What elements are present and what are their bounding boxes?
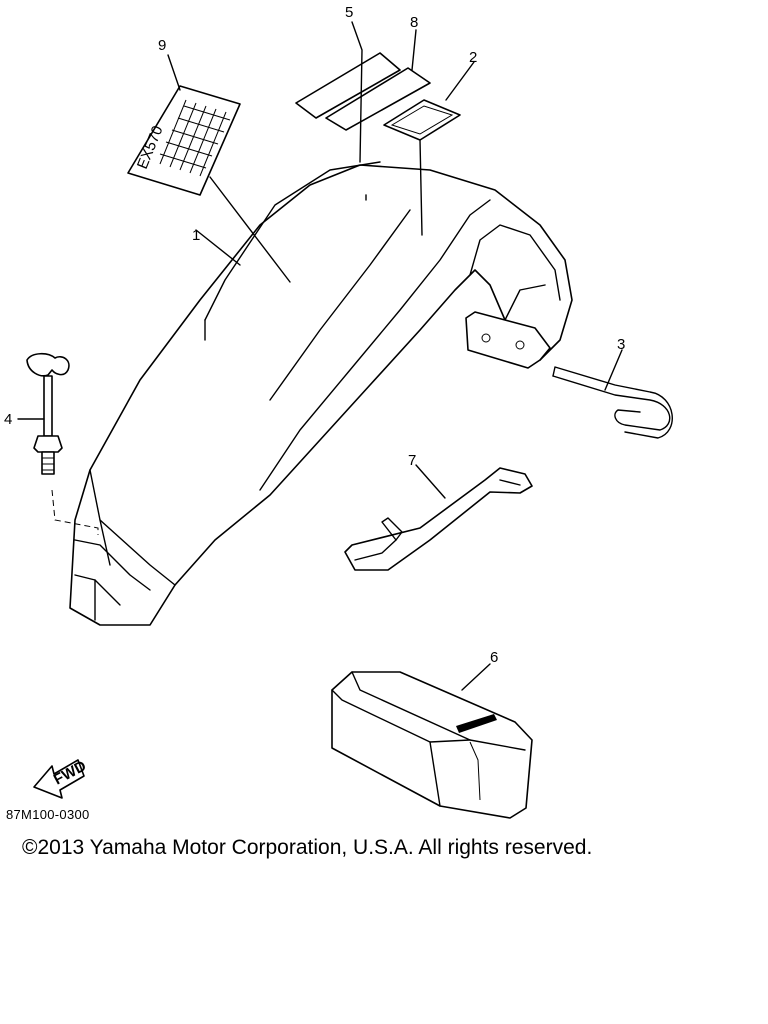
bolt-part-4 — [26, 352, 70, 475]
hook-part-3 — [552, 366, 673, 439]
copyright-notice: ©2013 Yamaha Motor Corporation, U.S.A. A… — [22, 836, 593, 859]
decal-part-8 — [325, 67, 431, 131]
decal-part-5 — [295, 52, 401, 119]
callout-1: 1 — [192, 227, 200, 244]
battery-part-6 — [331, 671, 533, 819]
diagram-code: 87M100-0300 — [6, 807, 90, 822]
callout-6: 6 — [490, 649, 498, 666]
callout-labels: 1 2 3 4 5 6 7 8 9 — [4, 4, 625, 666]
decal-part-9: EX570 — [127, 85, 241, 196]
forward-arrow-icon: FWD — [33, 757, 89, 799]
callout-8: 8 — [410, 14, 418, 31]
cover-part-1 — [69, 161, 573, 626]
decal-part-2 — [383, 99, 461, 141]
callout-2: 2 — [469, 49, 477, 66]
leader-lines — [17, 21, 623, 691]
callout-4: 4 — [4, 411, 12, 428]
callout-3: 3 — [617, 336, 625, 353]
callout-9: 9 — [158, 37, 166, 54]
callout-7: 7 — [408, 452, 416, 469]
callout-5: 5 — [345, 4, 353, 21]
exploded-parts-diagram: EX570 — [4, 4, 673, 819]
strap-part-7 — [344, 467, 533, 571]
